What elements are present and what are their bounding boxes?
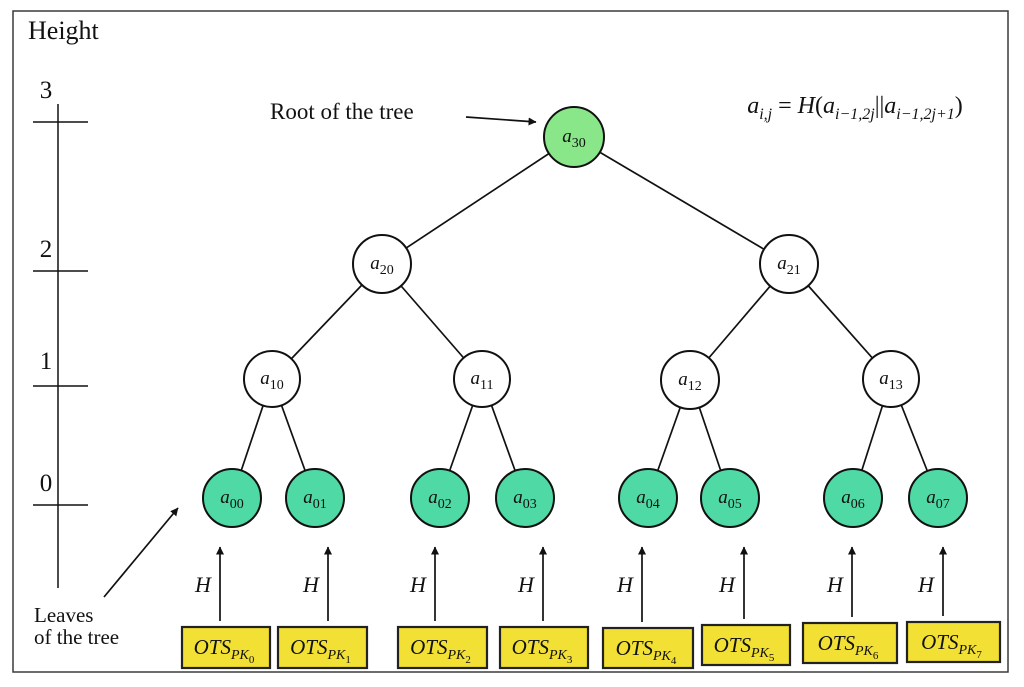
leaves-annotation-line2: of the tree [34, 625, 120, 649]
node-a05 [700, 468, 760, 528]
node-label-a07: a07 [926, 487, 950, 512]
height-axis-tick-label-3: 3 [40, 77, 53, 104]
node-a06 [823, 468, 883, 528]
node-a11 [453, 350, 511, 408]
node-label-a01: a01 [303, 487, 327, 512]
node-a00 [202, 468, 262, 528]
ots-pk-box-4 [601, 626, 695, 670]
hash-function-label-5: H [718, 572, 736, 597]
ots-pk-label-6: OTSPK6 [818, 631, 879, 662]
ots-pk-box-1 [276, 625, 369, 670]
root-annotation-text: Root of the tree [270, 99, 414, 124]
tree-edge-a30-a20 [381, 136, 575, 265]
hash-function-label-1: H [302, 572, 320, 597]
hash-function-label-4: H [616, 572, 634, 597]
hash-function-label-3: H [517, 572, 535, 597]
node-label-a21: a21 [777, 253, 801, 278]
root-annotation-arrow [465, 116, 537, 126]
height-axis-tick-label-2: 2 [40, 236, 53, 263]
ots-pk-label-7: OTSPK7 [921, 630, 982, 661]
ots-pk-box-3 [498, 625, 590, 670]
node-a21 [759, 234, 819, 294]
figure-frame [12, 10, 1009, 673]
ots-pk-label-5: OTSPK5 [714, 633, 775, 664]
node-label-a11: a11 [471, 368, 494, 393]
ots-pk-box-7 [905, 620, 1002, 664]
node-label-a12: a12 [678, 369, 702, 394]
node-a07 [908, 468, 968, 528]
node-label-a05: a05 [718, 487, 742, 512]
hash-function-label-0: H [194, 572, 212, 597]
leaves-annotation-line1: Leaves [34, 603, 94, 627]
node-a04 [618, 468, 678, 528]
hash-function-label-2: H [409, 572, 427, 597]
ots-pk-label-2: OTSPK2 [410, 635, 471, 666]
ots-pk-label-3: OTSPK3 [512, 635, 573, 666]
node-a12 [660, 350, 720, 410]
leaves-annotation-text: Leaves of the tree [34, 604, 119, 648]
node-a10 [243, 350, 301, 408]
leaves-annotation-arrow [103, 507, 179, 598]
node-label-a20: a20 [370, 253, 394, 278]
ots-pk-box-0 [180, 625, 272, 670]
ots-pk-label-0: OTSPK0 [194, 635, 255, 666]
height-axis-tick-label-0: 0 [40, 470, 53, 497]
node-label-a02: a02 [428, 487, 452, 512]
node-a13 [862, 350, 920, 408]
node-label-a10: a10 [260, 368, 284, 393]
node-a20 [352, 234, 412, 294]
node-a01 [285, 468, 345, 528]
node-label-a06: a06 [841, 487, 865, 512]
height-axis-title: Height [28, 16, 99, 45]
node-a30 [543, 106, 605, 168]
ots-pk-label-1: OTSPK1 [290, 635, 351, 666]
tree-edge-a30-a21 [573, 136, 790, 265]
ots-pk-box-2 [396, 625, 489, 670]
node-label-a04: a04 [636, 487, 660, 512]
node-label-a30: a30 [562, 126, 586, 151]
hash-recurrence-formula: ai,j = H(ai−1,2j||ai−1,2j+1) [747, 93, 963, 123]
node-a03 [495, 468, 555, 528]
node-a02 [410, 468, 470, 528]
node-label-a00: a00 [220, 487, 244, 512]
node-label-a13: a13 [879, 368, 903, 393]
hash-function-label-7: H [917, 572, 935, 597]
hash-function-label-6: H [826, 572, 844, 597]
height-axis-tick-label-1: 1 [40, 348, 53, 375]
ots-pk-label-4: OTSPK4 [616, 636, 677, 667]
node-label-a03: a03 [513, 487, 537, 512]
ots-pk-box-5 [700, 623, 792, 667]
ots-pk-box-6 [801, 621, 899, 665]
